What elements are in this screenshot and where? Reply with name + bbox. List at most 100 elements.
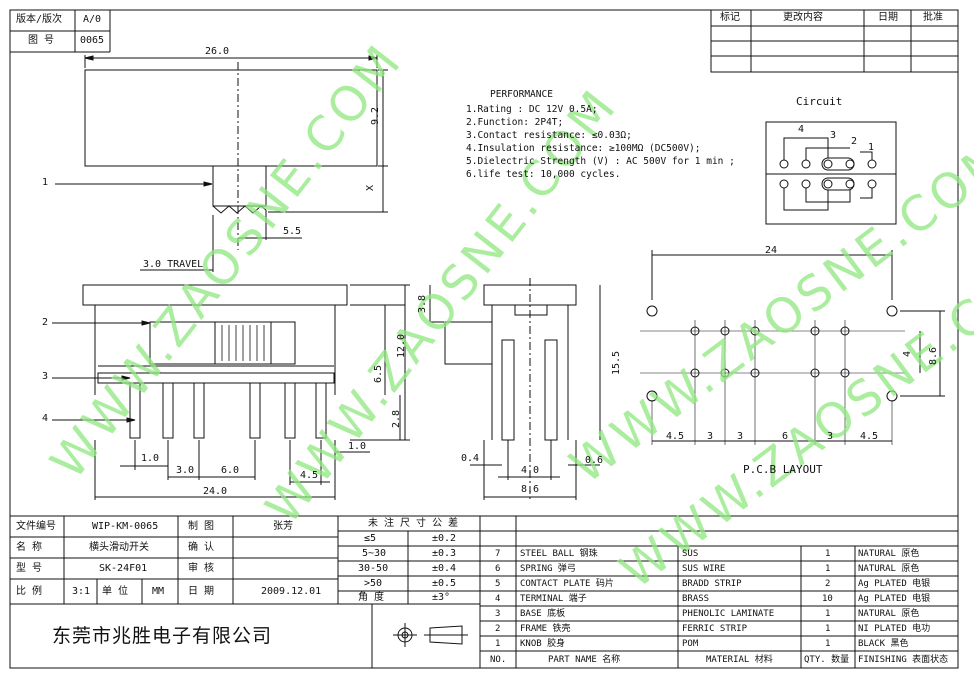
bom-material: BRASS xyxy=(682,594,710,604)
callout-4: 4 xyxy=(42,413,49,424)
tolerance-value: ±3° xyxy=(432,592,451,603)
tolerance-title: 未 注 尺 寸 公 差 xyxy=(368,518,459,529)
pcb-dim-top: 24 xyxy=(765,245,778,256)
pcb-dim-bottom: 3 xyxy=(827,431,834,442)
dim-front-height: 12.0 xyxy=(396,333,408,359)
dim-side-knob: 3.8 xyxy=(417,294,429,314)
drawing-no-label: 图 号 xyxy=(28,35,55,46)
bom-part: STEEL BALL 钢珠 xyxy=(520,549,598,559)
dim-front-gap: 1.0 xyxy=(348,441,367,452)
dim-top-height: 9.2 xyxy=(370,106,382,126)
circuit-label-4: 4 xyxy=(798,124,805,135)
circuit-diagram xyxy=(765,121,897,225)
pcb-dim-bottom: 4.5 xyxy=(860,431,879,442)
tolerance-value: ±0.5 xyxy=(432,578,457,589)
top-view xyxy=(55,55,388,272)
title-block-grid xyxy=(10,515,958,668)
bom-finish: Ag PLATED 电银 xyxy=(858,579,931,589)
pcb-dim-right-small: 4 xyxy=(902,350,914,358)
performance-line: 2.Function: 2P4T; xyxy=(466,117,564,128)
bom-header-material: MATERIAL 材料 xyxy=(706,655,773,665)
model-label: 型 号 xyxy=(16,563,43,574)
bom-header-qty: QTY. 数量 xyxy=(804,655,850,665)
front-view xyxy=(52,284,410,500)
bom-no: 2 xyxy=(495,624,501,634)
performance-line: 4.Insulation resistance: ≥100MΩ (DC500V)… xyxy=(466,143,701,154)
sheet-frame xyxy=(9,9,959,669)
dim-front-left: 1.0 xyxy=(141,453,160,464)
dim-front-total: 24.0 xyxy=(203,486,228,497)
pcb-dim-right-big: 8.6 xyxy=(928,346,940,366)
performance-title: PERFORMANCE xyxy=(490,89,553,100)
version-label: 版本/版次 xyxy=(16,14,63,25)
date-label: 日 期 xyxy=(188,586,215,597)
tolerance-value: ±0.4 xyxy=(432,563,457,574)
bom-material: SUS xyxy=(682,549,699,559)
circuit-label-1: 1 xyxy=(868,142,875,153)
bom-part: KNOB 胶身 xyxy=(520,639,566,649)
bom-part: SPRING 弹弓 xyxy=(520,564,576,574)
dim-front-pitch1: 3.0 xyxy=(176,465,195,476)
performance-line: 3.Contact resistance: ≤0.03Ω; xyxy=(466,130,632,141)
bom-finish: Ag PLATED 电银 xyxy=(858,594,931,604)
callout-3: 3 xyxy=(42,371,49,382)
bom-qty: 1 xyxy=(825,639,831,649)
circuit-title: Circuit xyxy=(796,95,843,108)
tolerance-range: 30-50 xyxy=(358,563,389,574)
drawn-value: 张芳 xyxy=(273,521,293,532)
dim-side-right: 0.6 xyxy=(585,455,604,466)
pcb-dim-bottom: 6 xyxy=(782,431,789,442)
dim-front-pin: 2.8 xyxy=(391,409,403,429)
bom-finish: NI PLATED 电功 xyxy=(858,624,931,634)
pcb-dim-bottom: 3 xyxy=(737,431,744,442)
bom-no: 3 xyxy=(495,609,501,619)
bom-qty: 1 xyxy=(825,624,831,634)
unit-value: MM xyxy=(152,586,165,597)
side-view xyxy=(429,278,601,500)
confirm-label: 确 认 xyxy=(188,542,215,553)
bom-header-finish: FINISHING 表面状态 xyxy=(858,655,949,665)
bom-no: 7 xyxy=(495,549,501,559)
bom-finish: NATURAL 原色 xyxy=(858,609,920,619)
version-box xyxy=(10,10,111,53)
bom-no: 1 xyxy=(495,639,501,649)
bom-material: POM xyxy=(682,639,699,649)
tolerance-range: 角 度 xyxy=(358,592,385,603)
bom-qty: 10 xyxy=(822,594,833,604)
file-no-value: WIP-KM-0065 xyxy=(92,521,159,532)
bom-qty: 1 xyxy=(825,609,831,619)
dim-offset: 5.5 xyxy=(283,226,302,237)
bom-header-part: PART NAME 名称 xyxy=(548,655,621,665)
scale-label: 比 例 xyxy=(16,586,43,597)
tolerance-range: 5~30 xyxy=(362,548,387,559)
model-value: SK-24F01 xyxy=(99,563,148,574)
dim-front-mid: 6.5 xyxy=(373,364,385,384)
bom-finish: BLACK 黑色 xyxy=(858,639,909,649)
name-label: 名 称 xyxy=(16,542,43,553)
circuit-label-2: 2 xyxy=(851,136,858,147)
travel-label: 3.0 TRAVEL xyxy=(143,259,204,270)
dim-side-pin: 0.4 xyxy=(461,453,480,464)
bom-no: 5 xyxy=(495,579,501,589)
dim-front-pitch2: 6.0 xyxy=(221,465,240,476)
performance-line: 6.life test: 10,000 cycles. xyxy=(466,169,621,180)
bom-no: 6 xyxy=(495,564,501,574)
bom-part: BASE 底板 xyxy=(520,609,566,619)
performance-line: 1.Rating : DC 12V 0.5A; xyxy=(466,104,598,115)
dim-side-spacing: 4.0 xyxy=(521,465,540,476)
bom-qty: 1 xyxy=(825,564,831,574)
bom-material: BRADD STRIP xyxy=(682,579,742,589)
bom-part: CONTACT PLATE 码片 xyxy=(520,579,614,589)
revision-header-mark: 标记 xyxy=(720,12,740,23)
bom-part: FRAME 铁壳 xyxy=(520,624,571,634)
dim-top-width: 26.0 xyxy=(205,46,230,57)
dim-front-end: 4.5 xyxy=(300,470,319,481)
bom-material: SUS WIRE xyxy=(682,564,726,574)
scale-value: 3:1 xyxy=(72,586,91,597)
drawing-no-value: 0065 xyxy=(80,35,105,46)
projection-symbol xyxy=(393,623,468,647)
file-no-label: 文件编号 xyxy=(16,521,56,532)
company-name: 东莞市兆胜电子有限公司 xyxy=(52,625,273,647)
revision-header-date: 日期 xyxy=(878,12,898,23)
